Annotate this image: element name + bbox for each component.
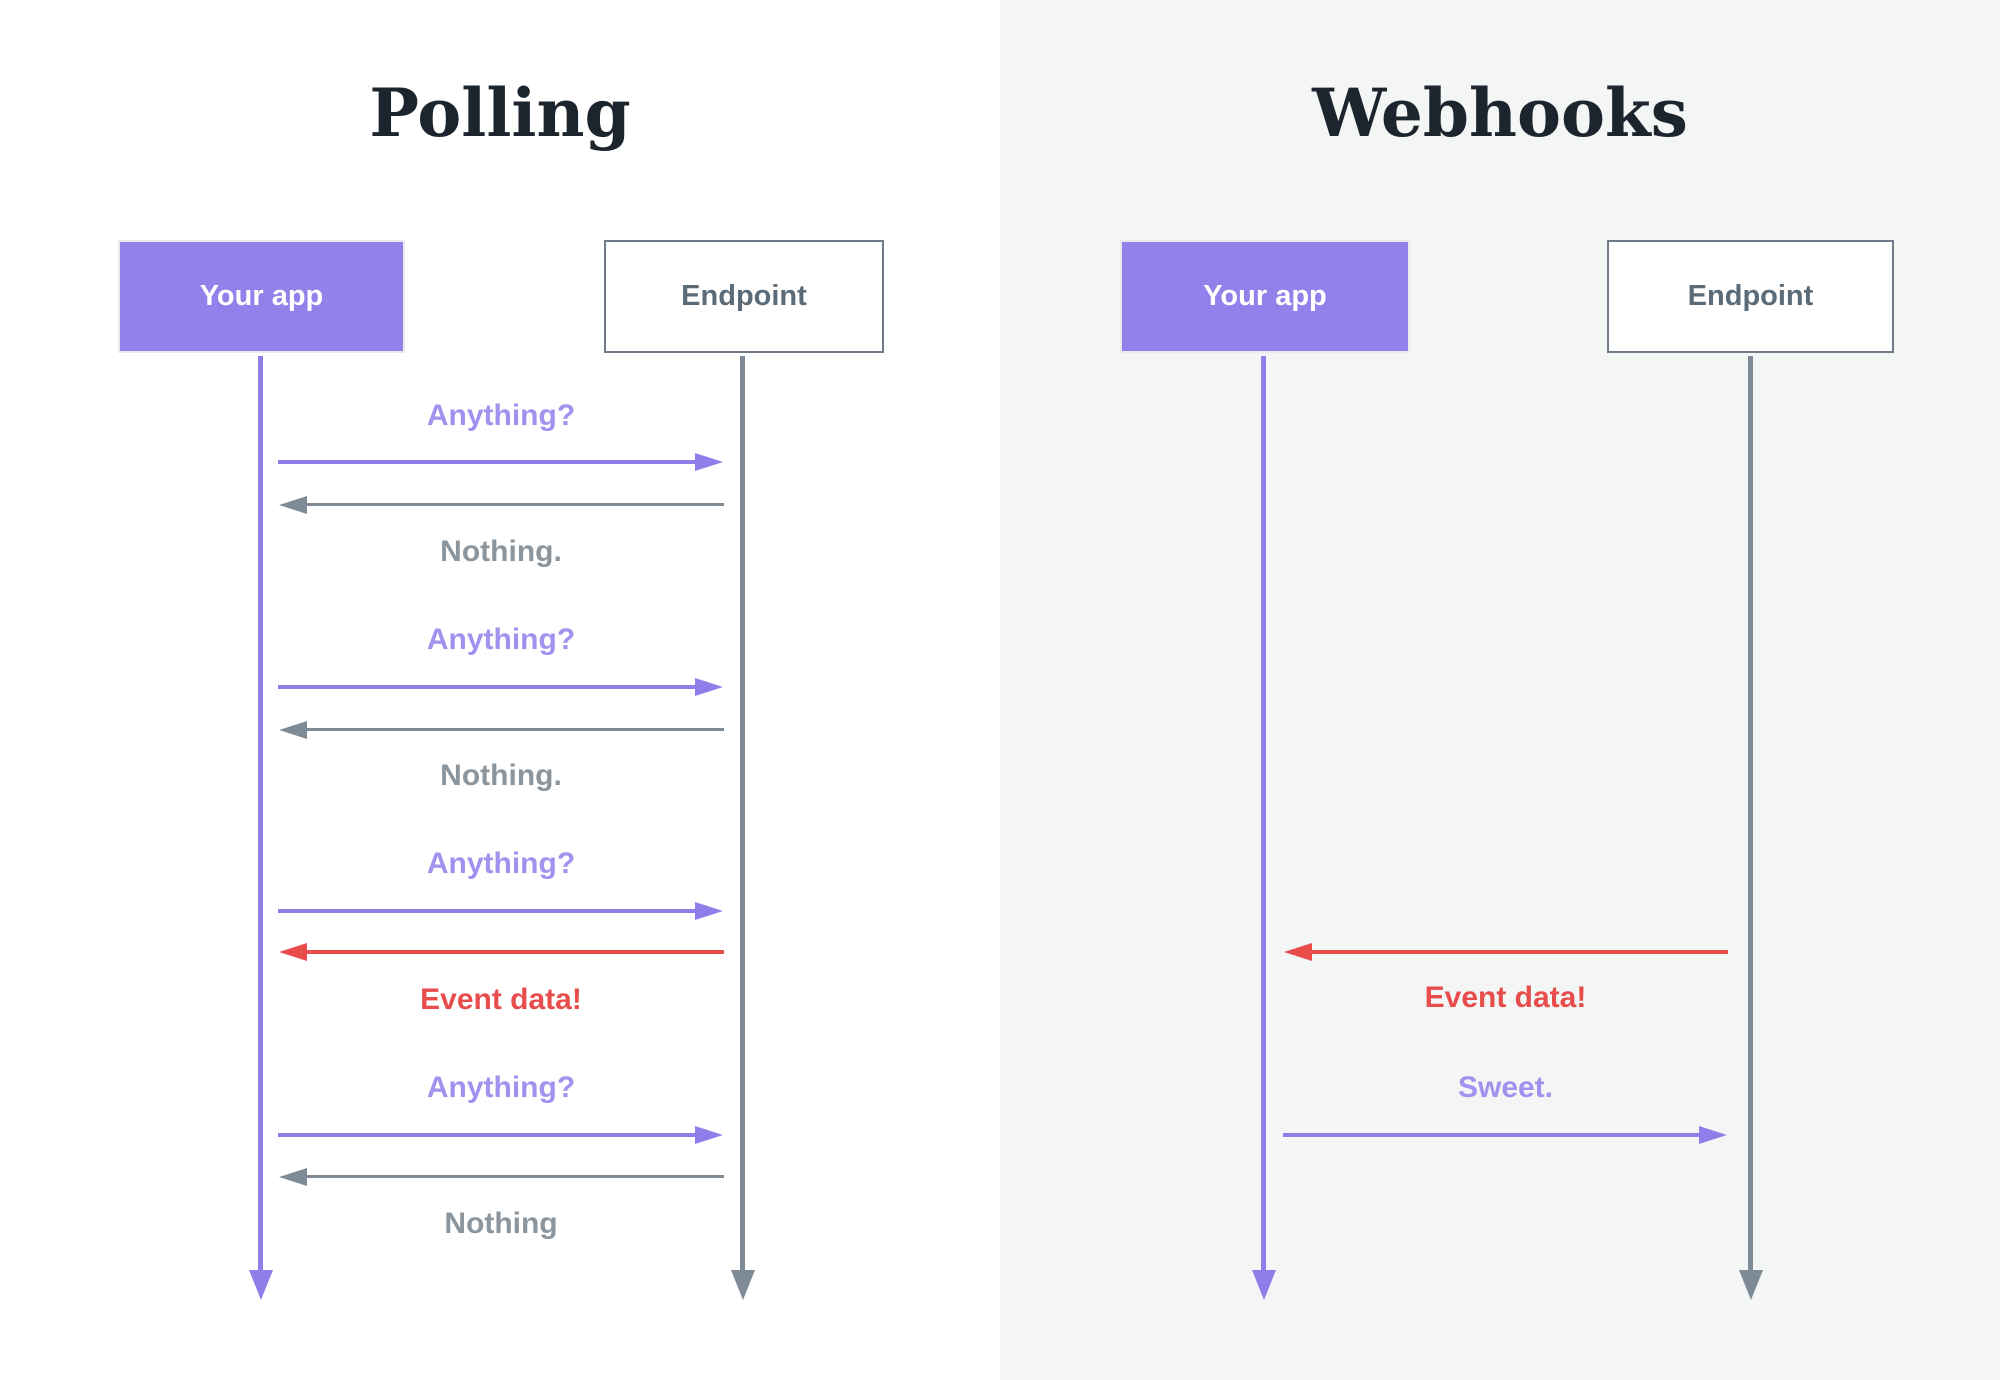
request-label: Anything? bbox=[426, 399, 576, 432]
polling-endpoint-lifeline bbox=[740, 356, 745, 1270]
request-label: Anything? bbox=[426, 1071, 576, 1104]
event-response-arrow-icon bbox=[306, 950, 724, 954]
response-label: Nothing. bbox=[440, 759, 562, 792]
request-arrow-icon bbox=[278, 685, 696, 689]
webhooks-your-app-lifeline bbox=[1261, 356, 1266, 1270]
response-arrow-icon bbox=[306, 728, 724, 731]
response-label: Nothing. bbox=[440, 535, 562, 568]
webhooks-endpoint-lifeline-arrow-down-icon bbox=[1739, 1270, 1763, 1300]
polling-your-app-lifeline bbox=[258, 356, 263, 1270]
webhook-event-label: Event data! bbox=[1424, 981, 1587, 1014]
webhooks-your-app-box: Your app bbox=[1120, 240, 1410, 353]
webhook-event-arrow-icon bbox=[1311, 950, 1728, 954]
polling-your-app-box: Your app bbox=[118, 240, 405, 353]
webhooks-endpoint-lifeline bbox=[1748, 356, 1753, 1270]
webhooks-endpoint-box: Endpoint bbox=[1607, 240, 1894, 353]
webhook-ack-arrow-icon bbox=[1283, 1133, 1700, 1137]
response-arrow-icon bbox=[306, 1175, 724, 1178]
response-arrow-icon bbox=[306, 503, 724, 506]
request-label: Anything? bbox=[426, 847, 576, 880]
request-arrow-icon bbox=[278, 460, 696, 464]
request-arrow-icon bbox=[278, 1133, 696, 1137]
request-label: Anything? bbox=[426, 623, 576, 656]
polling-endpoint-box: Endpoint bbox=[604, 240, 884, 353]
polling-title: Polling bbox=[369, 74, 631, 152]
webhooks-endpoint-label: Endpoint bbox=[1687, 280, 1814, 312]
webhooks-your-app-label: Your app bbox=[1203, 280, 1327, 312]
webhooks-panel-background bbox=[1000, 0, 2000, 1380]
request-arrow-icon bbox=[278, 909, 696, 913]
polling-your-app-label: Your app bbox=[199, 280, 324, 312]
webhooks-your-app-lifeline-arrow-down-icon bbox=[1252, 1270, 1276, 1300]
webhooks-title: Webhooks bbox=[1312, 74, 1688, 152]
polling-endpoint-lifeline-arrow-down-icon bbox=[731, 1270, 755, 1300]
polling-endpoint-label: Endpoint bbox=[681, 280, 807, 312]
webhook-ack-label: Sweet. bbox=[1457, 1071, 1554, 1104]
event-response-label: Event data! bbox=[420, 983, 582, 1016]
polling-your-app-lifeline-arrow-down-icon bbox=[249, 1270, 273, 1300]
response-label: Nothing bbox=[444, 1207, 558, 1240]
